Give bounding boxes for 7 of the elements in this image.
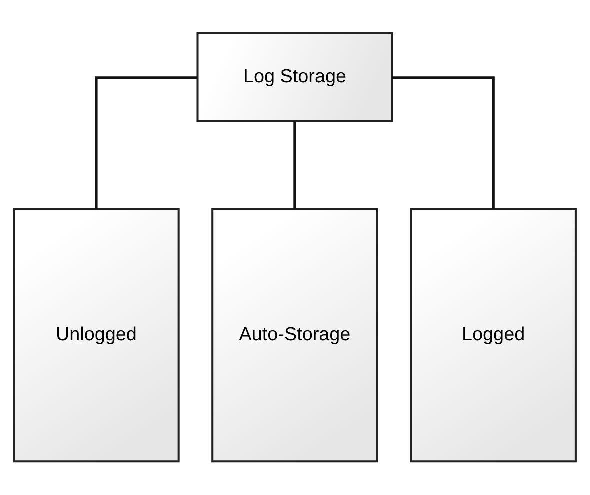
node-box: Log Storage: [196, 32, 394, 122]
node-box: Logged: [410, 208, 577, 463]
connector: [95, 76, 198, 209]
connector: [294, 122, 296, 209]
node-box: Unlogged: [13, 208, 180, 463]
connector: [392, 76, 495, 209]
node-box: Auto-Storage: [212, 208, 378, 463]
